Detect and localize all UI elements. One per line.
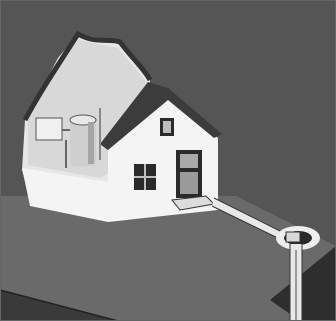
door-panel-top — [180, 154, 198, 168]
well-pitless-adapter — [286, 232, 300, 242]
upper-window-pane — [163, 121, 171, 133]
door-panel-bottom — [180, 172, 198, 194]
water-tank-shadow — [88, 122, 94, 164]
control-box — [36, 118, 62, 140]
